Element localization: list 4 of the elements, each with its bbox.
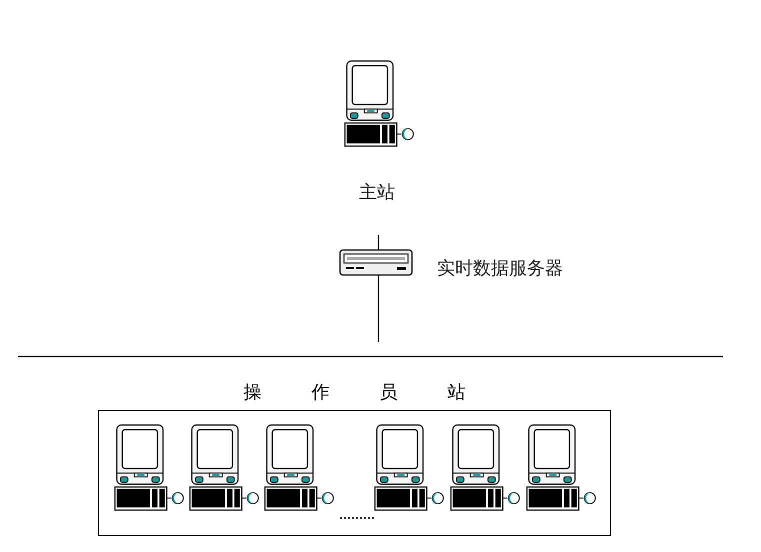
station-label: 主站 [359,181,395,204]
server-drawing [339,249,415,277]
group-heading: 操作员站 [242,381,516,404]
server-label: 实时数据服务器 [437,257,563,280]
